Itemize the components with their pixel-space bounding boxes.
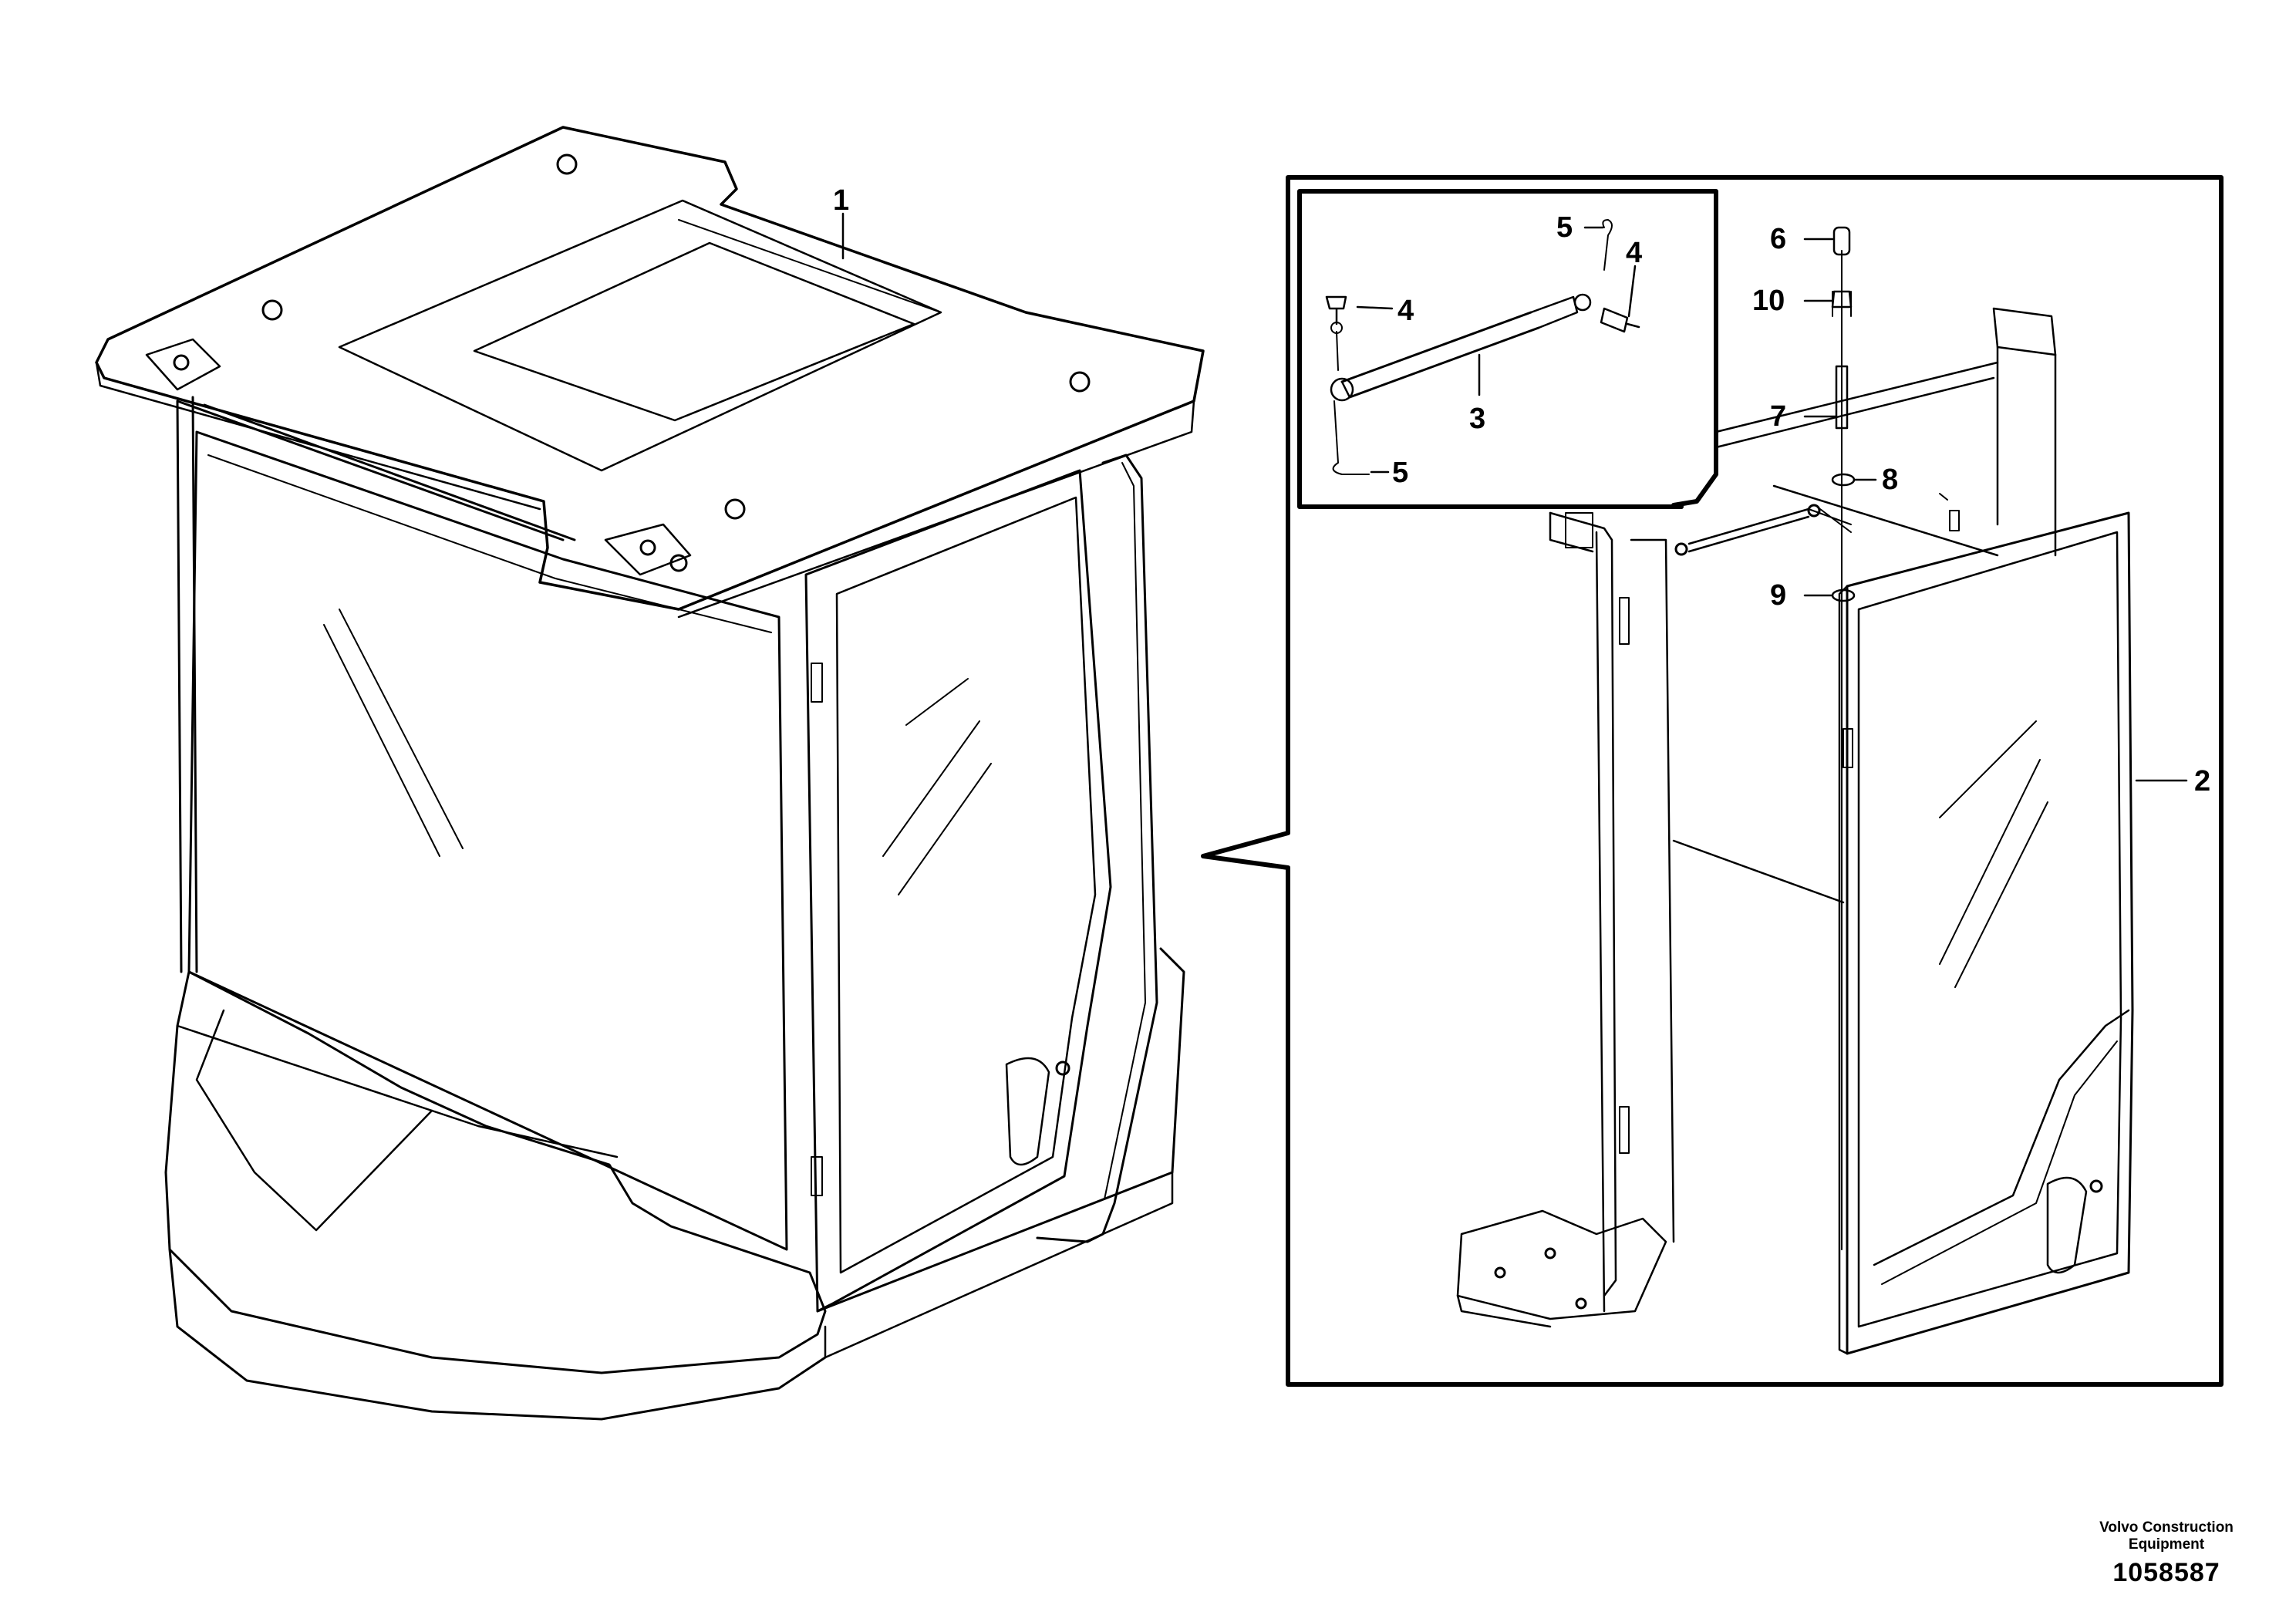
gas-strut-inset xyxy=(1297,189,1718,509)
callout-8: 8 xyxy=(1882,464,1898,496)
washer-8 xyxy=(1831,473,1856,487)
callout-9: 9 xyxy=(1770,579,1786,612)
roof-bolt xyxy=(724,498,746,520)
door-panel-handle xyxy=(2046,1176,2088,1274)
callout-labels: 1 2 3 4 4 5 5 6 7 8 9 10 xyxy=(833,184,2210,798)
ball-stud-4b xyxy=(1600,307,1640,333)
publisher-name: Volvo Construction xyxy=(2099,1519,2234,1536)
illustration-number: 1058587 xyxy=(2112,1558,2220,1587)
roof-bolt xyxy=(261,299,283,321)
callout-4b: 4 xyxy=(1626,237,1642,269)
detail-panel xyxy=(1201,175,2224,1387)
callout-5b: 5 xyxy=(1392,457,1408,489)
gas-strut-3 xyxy=(1330,293,1592,402)
cab-lower-shell xyxy=(164,970,827,1374)
cab-assembly xyxy=(95,126,1205,1421)
callout-10: 10 xyxy=(1752,285,1785,317)
roof-bolt xyxy=(1069,371,1091,393)
pin-7 xyxy=(1835,365,1849,430)
publisher-footer: Volvo Construction Equipment 1058587 xyxy=(2066,1519,2267,1588)
roof-bolt xyxy=(556,153,578,175)
callout-5a: 5 xyxy=(1556,211,1573,244)
door-handle xyxy=(1005,1057,1050,1166)
callout-6: 6 xyxy=(1770,223,1786,255)
publisher-subtitle: Equipment xyxy=(2128,1536,2205,1553)
cab-roof xyxy=(95,126,1205,611)
cab-front-glass xyxy=(187,430,788,1251)
callout-4a: 4 xyxy=(1397,295,1414,327)
callout-1: 1 xyxy=(833,184,849,217)
clip-5b xyxy=(1332,400,1370,475)
door-panel xyxy=(1846,511,2134,1355)
pin-cap-6 xyxy=(1832,226,1851,256)
detail-frame xyxy=(1201,175,2224,1387)
callout-7: 7 xyxy=(1770,400,1786,433)
clip-5a xyxy=(1602,219,1613,271)
cab-door xyxy=(804,469,1112,1313)
callout-3: 3 xyxy=(1469,403,1485,435)
leader-lines xyxy=(841,212,2188,782)
ball-stud-4a xyxy=(1325,295,1347,325)
callout-2: 2 xyxy=(2194,765,2210,798)
washer-9 xyxy=(1831,588,1856,602)
grab-rail xyxy=(1036,454,1158,1243)
